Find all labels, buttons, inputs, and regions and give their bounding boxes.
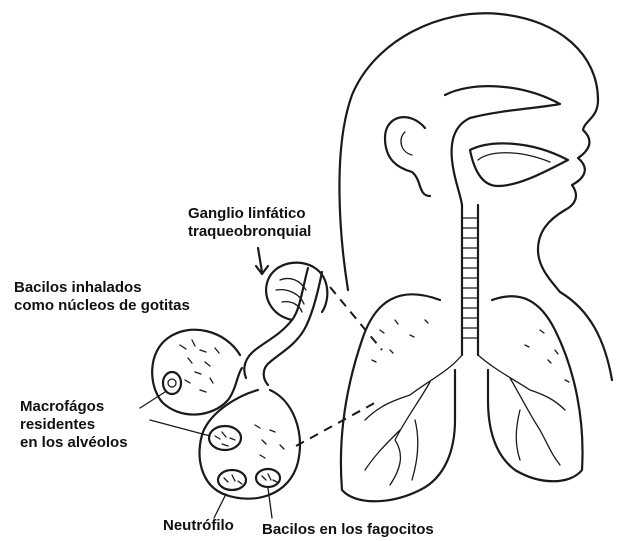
head-outline [339,13,598,292]
macrophages-label-line3: en los alvéolos [20,434,128,452]
inhaled-bacilli-label-line2: como núcleos de gotitas [14,297,190,315]
lungs [341,292,612,501]
lymph-node-label-line1: Ganglio linfático [188,205,311,223]
macrophages-label-line1: Macrofágos [20,398,128,416]
trachea [462,205,478,355]
macrophages-label-line2: residentes [20,416,128,434]
inhaled-bacilli-label: Bacilos inhalados como núcleos de gotita… [14,279,190,315]
phagocyte-bacilli-label: Bacilos en los fagocitos [262,521,434,539]
neutrophil-label: Neutrófilo [163,517,234,535]
zoom-connector-lines [296,287,382,446]
inhaled-bacilli-label-line1: Bacilos inhalados [14,279,190,297]
macrophages-label: Macrofágos residentes en los alvéolos [20,398,128,452]
lymph-node-label-line2: traqueobronquial [188,223,311,241]
lymph-node-label: Ganglio linfático traqueobronquial [188,205,311,241]
